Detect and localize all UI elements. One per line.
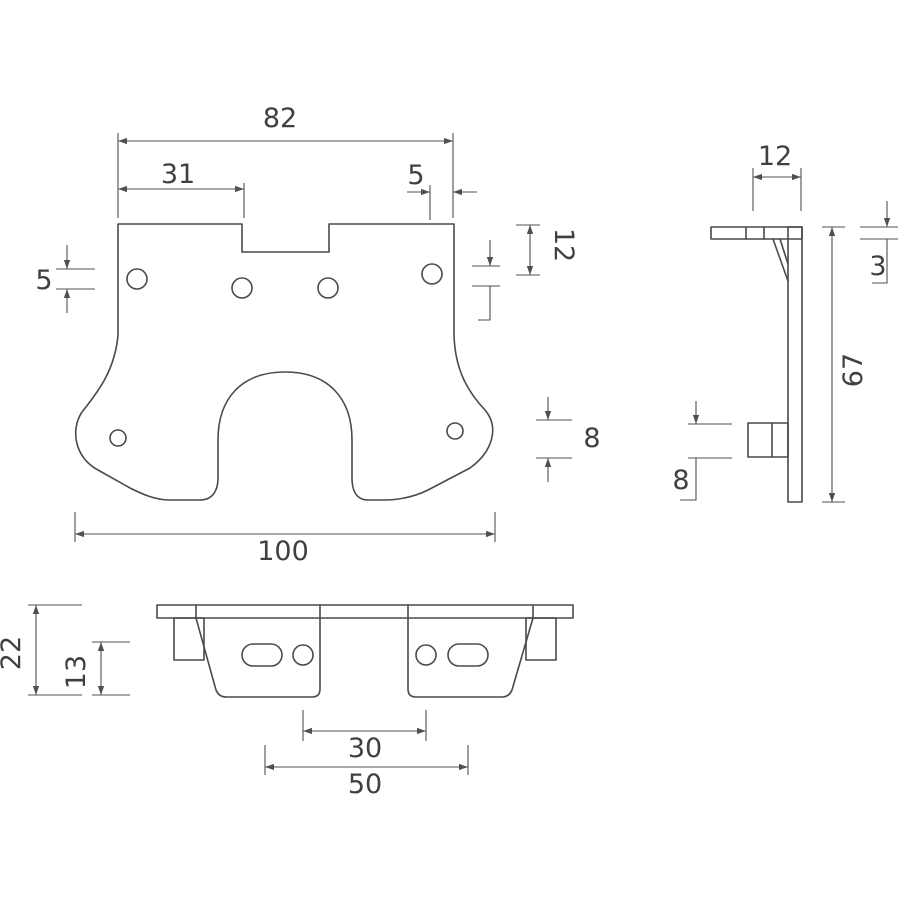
dim-height-outer: 22 <box>0 636 27 670</box>
side-view: 12 3 67 8 <box>672 141 898 503</box>
dim-lower-hole-offset: 8 <box>583 423 600 454</box>
dim-height: 67 <box>838 353 869 387</box>
bottom-end-tab <box>525 617 557 661</box>
bottom-view: 22 13 30 50 <box>0 604 574 800</box>
bottom-end-tab <box>173 617 205 661</box>
round-hole <box>415 644 437 666</box>
dim-height-inner: 13 <box>61 655 92 689</box>
slot-hole <box>447 643 489 667</box>
dim-overall-width: 82 <box>263 103 297 134</box>
mount-hole <box>317 277 339 299</box>
mount-hole <box>231 277 253 299</box>
dim-tab-spacing: 50 <box>348 769 382 800</box>
bottom-right-bracket <box>407 604 534 698</box>
dim-base-width: 100 <box>257 536 309 567</box>
dim-flange-width: 12 <box>758 141 792 172</box>
dim-top-thickness: 3 <box>869 251 886 282</box>
dim-tab-height: 8 <box>672 465 689 496</box>
bottom-left-bracket <box>195 604 321 698</box>
side-vertical-plate <box>787 226 803 503</box>
slot-hole <box>241 643 283 667</box>
mount-hole <box>109 429 127 447</box>
dim-right-top-offset: 12 <box>548 228 579 262</box>
bottom-plate <box>156 604 574 619</box>
front-view: 82 31 5 5 12 8 100 <box>35 103 600 567</box>
dim-slot-spacing: 30 <box>348 733 382 764</box>
mount-hole <box>421 263 443 285</box>
round-hole <box>292 644 314 666</box>
mount-hole <box>126 268 148 290</box>
mount-hole <box>446 422 464 440</box>
dim-notch-offset: 31 <box>161 159 195 190</box>
dim-left-hole-offset: 5 <box>35 265 52 296</box>
front-plate-outline <box>74 223 494 501</box>
side-tab <box>747 422 789 458</box>
dim-right-gap: 5 <box>407 160 424 191</box>
